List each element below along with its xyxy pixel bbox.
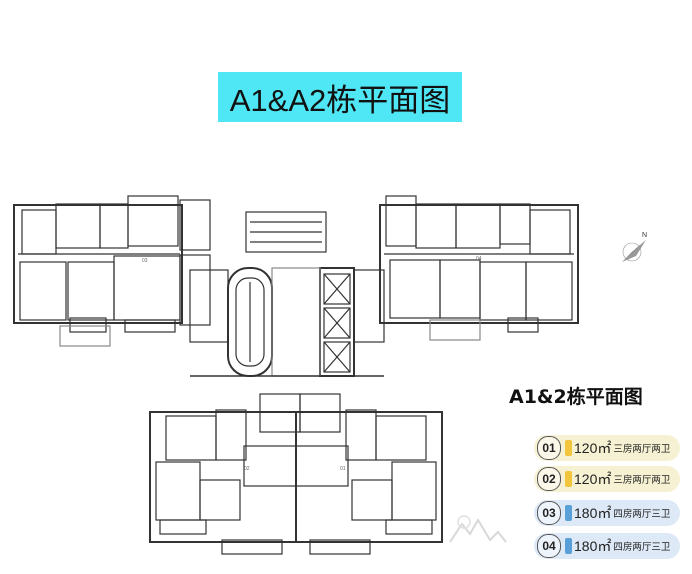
unit-01-plan [295, 393, 443, 555]
legend-desc: 三房两厅两卫 [613, 444, 671, 455]
legend-number: 04 [537, 534, 561, 558]
legend-area: 180㎡ [574, 505, 612, 521]
unit-03-plan [13, 195, 211, 347]
legend-area: 120㎡ [574, 471, 612, 487]
legend-item-04: 04 180㎡ 四房两厅三卫 [534, 533, 680, 559]
legend-desc: 四房两厅三卫 [613, 509, 671, 520]
legend-number: 03 [537, 501, 561, 525]
core-top [245, 211, 327, 253]
plan-subtitle: A1&2栋平面图 [509, 386, 643, 408]
compass-icon: N [622, 232, 647, 262]
unit-label-04: 04 [476, 256, 482, 262]
unit-04-plan [379, 195, 579, 341]
legend-item-03: 03 180㎡ 四房两厅三卫 [534, 500, 680, 526]
svg-text:N: N [642, 232, 647, 239]
legend-desc: 四房两厅三卫 [613, 542, 671, 553]
legend-color-tag [565, 471, 572, 487]
page-title: A1&A2栋平面图 [218, 72, 462, 122]
unit-label-03: 03 [142, 258, 148, 264]
legend-item-02: 02 120㎡ 三房两厅两卫 [534, 466, 680, 492]
watermark-logo [449, 515, 507, 543]
legend-number: 02 [537, 467, 561, 491]
unit-label-01: 01 [340, 466, 346, 472]
legend-area: 180㎡ [574, 538, 612, 554]
legend-color-tag [565, 440, 572, 456]
legend-color-tag [565, 538, 572, 554]
unit-label-02: 02 [244, 466, 250, 472]
legend-color-tag [565, 505, 572, 521]
legend-area: 120㎡ [574, 440, 612, 456]
legend-desc: 三房两厅两卫 [613, 475, 671, 486]
core-center [189, 267, 385, 377]
unit-02-plan [149, 393, 301, 555]
legend-item-01: 01 120㎡ 三房两厅两卫 [534, 435, 680, 461]
legend-number: 01 [537, 436, 561, 460]
